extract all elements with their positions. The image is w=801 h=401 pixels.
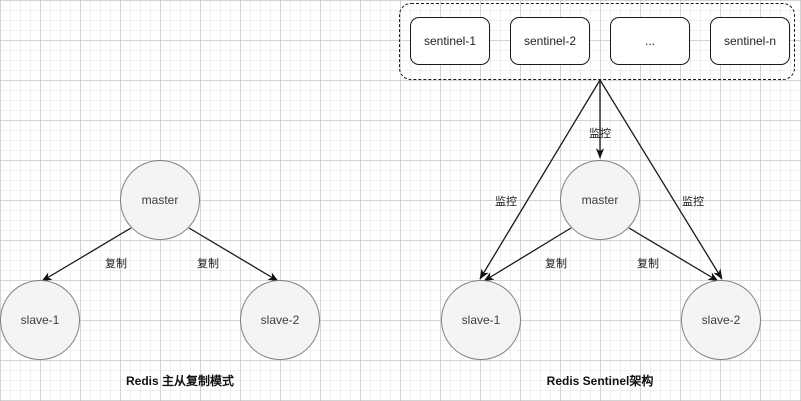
node-label: master <box>141 193 179 207</box>
edge-left-1 <box>188 227 279 282</box>
edge-lines <box>41 79 723 282</box>
edge-right-2 <box>599 79 723 280</box>
edge-label-right-4: 复制 <box>637 258 659 270</box>
edge-label-right-2: 监控 <box>682 196 704 208</box>
edge-label-left-0: 复制 <box>105 258 127 270</box>
edge-label-left-1: 复制 <box>197 258 219 270</box>
sentinel-box-label: ... <box>644 34 655 48</box>
right-diagram-caption: Redis Sentinel架构 <box>546 374 654 388</box>
node-left-slave1[interactable]: slave-1 <box>0 280 80 360</box>
left-diagram-caption: Redis 主从复制模式 <box>125 374 235 388</box>
sentinel-box-2[interactable]: sentinel-2 <box>510 17 590 65</box>
node-left-slave2[interactable]: slave-2 <box>240 280 320 360</box>
edge-label-right-3: 复制 <box>545 258 567 270</box>
node-label: slave-2 <box>260 313 300 327</box>
edge-right-1 <box>479 79 601 280</box>
node-right-slave2[interactable]: slave-2 <box>681 280 761 360</box>
node-label: slave-2 <box>701 313 741 327</box>
edge-right-3 <box>483 227 572 282</box>
node-label: master <box>581 193 619 207</box>
node-label: slave-1 <box>20 313 60 327</box>
sentinel-box-3[interactable]: ... <box>610 17 690 65</box>
sentinel-box-label: sentinel-n <box>723 34 777 48</box>
node-right-slave1[interactable]: slave-1 <box>441 280 521 360</box>
sentinel-box-1[interactable]: sentinel-1 <box>410 17 490 65</box>
edge-label-right-0: 监控 <box>589 128 611 140</box>
sentinel-group-container <box>399 3 795 80</box>
node-label: slave-1 <box>461 313 501 327</box>
node-left-master[interactable]: master <box>120 160 200 240</box>
edge-left-0 <box>41 227 132 282</box>
node-right-master[interactable]: master <box>560 160 640 240</box>
sentinel-box-label: sentinel-1 <box>423 34 477 48</box>
sentinel-box-4[interactable]: sentinel-n <box>710 17 790 65</box>
sentinel-box-label: sentinel-2 <box>523 34 577 48</box>
edge-label-right-1: 监控 <box>495 196 517 208</box>
edge-right-4 <box>628 227 719 282</box>
